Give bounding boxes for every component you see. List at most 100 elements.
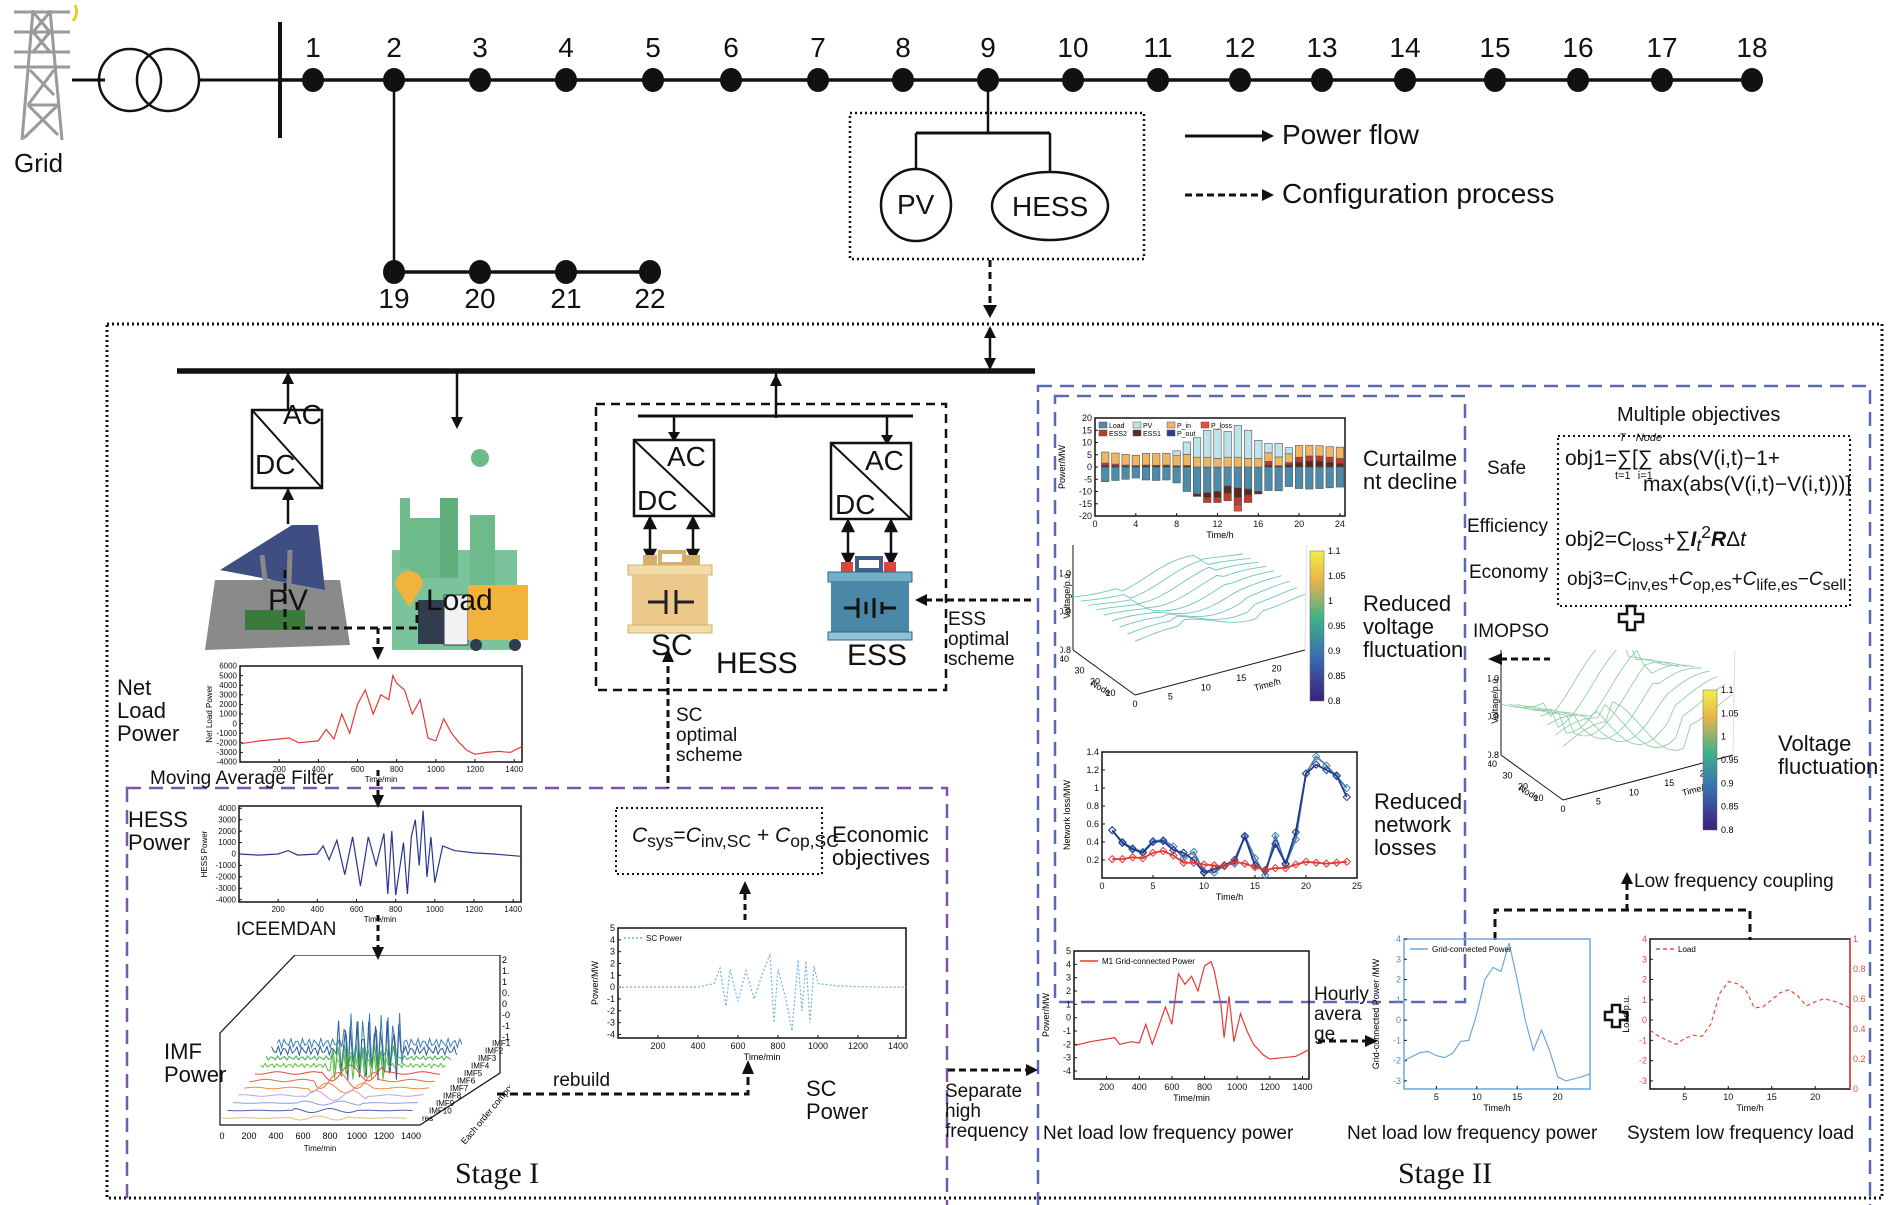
bar-ess1 [1223,485,1232,494]
bar-load [1203,466,1212,494]
data-point [1158,836,1168,846]
bar-ess1 [1203,492,1212,498]
pv-converter-dc-label: DC [255,449,296,480]
x-tick-label: 800 [770,1041,785,1051]
component-label: IMF6 [457,1077,476,1086]
bar-p_in [1315,445,1324,457]
y-tick-label: 30 [1074,665,1084,675]
data-point [1260,865,1270,875]
low-frequency-coupling-label: Low frequency coupling [1634,871,1834,892]
bus-node-label-15: 15 [1479,32,1511,63]
mesh-line [1547,676,1718,746]
x-tick-label: 16 [1253,519,1263,529]
component-label: IMF3 [478,1054,497,1063]
y-tick-label: 2 [610,958,615,968]
reduced-voltage-fluctuation-label: Reduced voltage fluctuation [1363,591,1464,663]
data-point [1199,868,1209,877]
economic-objectives-label: Economic objectives [832,822,930,871]
y2-tick-label: 0.4 [1853,1024,1866,1034]
data-point [1128,844,1137,854]
sc-converter-dc-label: DC [637,485,678,516]
x-tick-label: 1400 [1292,1082,1312,1092]
economic-objective-box [615,807,823,875]
bar-p_in [1335,446,1344,459]
mesh-line [1072,553,1244,598]
data-point [1291,827,1301,837]
bar-p_in [1223,456,1232,468]
x-tick-label: 5 [1682,1092,1687,1102]
y-tick-label: 1 [1396,995,1401,1005]
bar-ess2 [1264,461,1273,466]
y-tick-label: -3000 [217,748,238,757]
bus-node-22 [639,260,661,284]
x-tick-label: 15 [1512,1092,1522,1102]
bar-ess1 [1335,463,1344,468]
bar-pv [1223,431,1232,458]
y-axis-label: HESS Power [200,830,209,877]
multiple-objectives-label: Multiple objectives [1617,404,1781,426]
mesh-line [1555,683,1726,748]
bar-pv [1264,443,1273,454]
y-tick-label: -3 [1063,1053,1071,1063]
x-tick-label: 400 [1132,1082,1147,1092]
colorbar-tick-label: 1.1 [1328,546,1341,556]
bar-ess1 [1315,460,1324,468]
legend-power-flow: Power flow [1282,119,1419,150]
x-axis-label: Time/h [1216,892,1243,902]
pv-label: PV [268,584,309,617]
bar-p_in [1111,452,1120,465]
legend-label: PV [1143,423,1153,430]
sc-converter-ac-label: AC [667,441,706,472]
component-label: IMF2 [485,1047,504,1056]
bar-load [1172,466,1181,484]
imf-trace [249,1071,435,1089]
bar-ess1 [1244,488,1253,496]
y-tick-label: 1000 [219,710,237,719]
bus-node-label-5: 5 [645,32,661,63]
y2-tick-label: 0.6 [1853,994,1866,1004]
y-axis-label: Power/MW [590,961,600,1006]
y-tick-label: 0 [1066,1013,1071,1023]
x-axis-label: Time/min [304,1144,337,1153]
bar-p_in [1305,444,1314,457]
data-point [1271,831,1280,840]
y-tick-label: 3000 [219,690,237,699]
x-tick-label: 800 [390,765,404,774]
bar-pv [1182,441,1191,455]
x-tick-label: 1400 [505,765,523,774]
plot-frame [1403,938,1591,1090]
bar-ess2 [1233,497,1242,506]
data-point [1311,760,1321,769]
bus-node-7 [807,68,829,92]
y-tick-label: 1 [1642,995,1647,1005]
x-tick-label: 8 [1174,519,1179,529]
data-point [1322,761,1331,770]
bar-p_in [1325,446,1334,458]
bar-load [1284,466,1293,487]
framework-frame [105,322,1884,1205]
data-point [1158,846,1168,856]
data-point [1342,783,1352,793]
data-point [1281,863,1290,873]
x-tick-label: 1000 [808,1041,828,1051]
component-label: IMF10 [429,1107,452,1116]
mesh-line [1500,650,1672,718]
bus-node-4 [555,68,577,92]
x-tick-label: 20 [1272,664,1282,674]
rebuild-label: rebuild [553,1070,611,1091]
series-line [1073,960,1310,1060]
x-tick-label: 1200 [374,1131,394,1141]
mesh-line [1516,650,1687,734]
mesh-line [1508,650,1679,729]
data-point [1220,861,1229,870]
y-tick-label: 3 [1642,954,1647,964]
bus-node-label-4: 4 [558,32,574,63]
x-tick-label: 200 [272,765,286,774]
x-tick-label: 0 [1092,519,1097,529]
x-tick-label: 400 [690,1041,705,1051]
hess-label: HESS [716,647,798,680]
data-point [1311,858,1321,867]
reduced-network-losses-label: Reduced network losses [1374,789,1463,861]
